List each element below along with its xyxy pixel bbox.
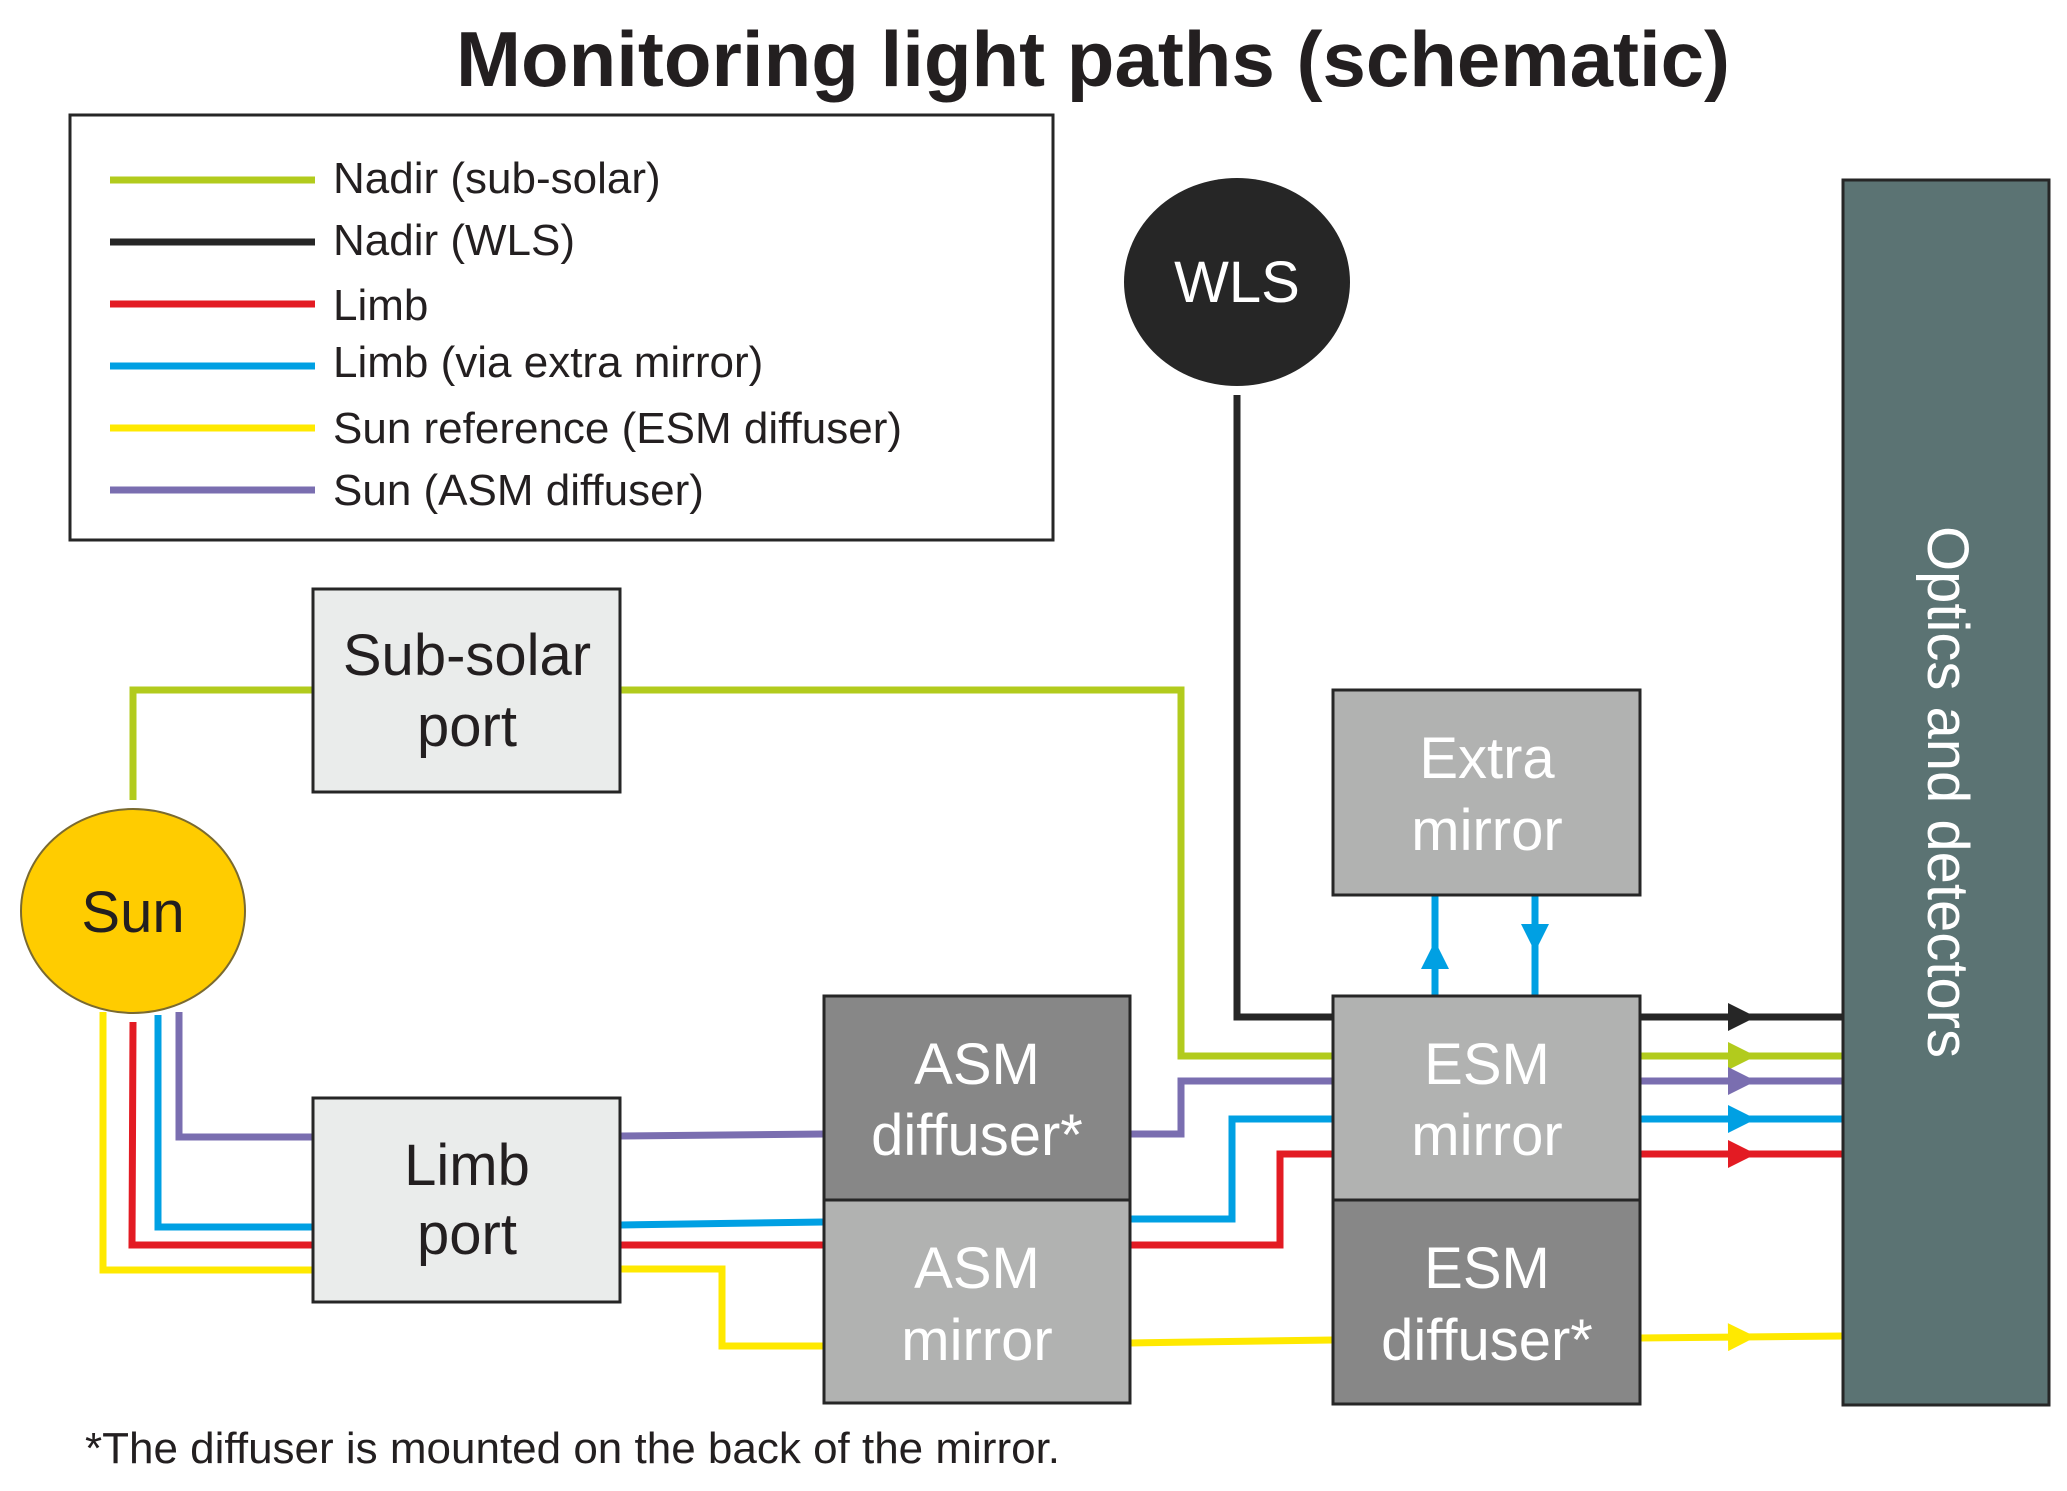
optics-detectors-box [1841, 178, 2051, 1407]
asm-mirror-label-line2: mirror [901, 1308, 1052, 1373]
path-sun-asm-limbport-to-asmdiffuser [619, 1130, 825, 1140]
esm-diffuser-label-line1: ESM [1424, 1236, 1550, 1301]
asm-diffuser-node: ASM diffuser* [822, 994, 1132, 1202]
asm-diffuser-box [822, 994, 1132, 1202]
subsolar-port-label-line2: port [417, 694, 517, 759]
path-nadir-subsolar-port-to-esm [620, 686, 1333, 1060]
esm-diffuser-node: ESM diffuser* [1331, 1198, 1642, 1406]
esm-mirror-label-line1: ESM [1424, 1032, 1550, 1097]
path-limb-extra-limbport-to-asmmirror [619, 1218, 825, 1229]
wls-lamp-icon [1124, 178, 1350, 386]
asm-mirror-box [822, 1198, 1132, 1405]
footnote: *The diffuser is mounted on the back of … [85, 1424, 1060, 1473]
optics-detectors-label: Optics and detectors [1915, 526, 1980, 1058]
subsolar-port-box [311, 587, 622, 794]
esm-mirror-node: ESM mirror [1331, 994, 1642, 1202]
esm-mirror-label-line2: mirror [1411, 1103, 1562, 1168]
path-limb-extra-asm-to-esm [1130, 1115, 1333, 1223]
diagram-title: Monitoring light paths (schematic) [456, 15, 1730, 103]
legend-box [68, 113, 1055, 542]
path-limb-asm-to-esm [1130, 1150, 1333, 1249]
limb-port-label-line1: Limb [404, 1133, 530, 1198]
limb-port-node: Limb port [311, 1096, 622, 1304]
asm-diffuser-label-line1: ASM [914, 1032, 1040, 1097]
extra-mirror-box [1331, 688, 1642, 897]
esm-diffuser-box [1331, 1198, 1642, 1406]
path-sun-esm-asm-to-esmdiffuser [1129, 1336, 1334, 1347]
legend-label-limb: Limb [333, 281, 428, 330]
path-sun-asm-asmdiffuser-to-esm [1130, 1077, 1333, 1138]
sun-icon [20, 808, 246, 1014]
extra-mirror-label-line1: Extra [1419, 726, 1555, 791]
legend-label-nadir-wls: Nadir (WLS) [333, 216, 575, 265]
legend-label-nadir-subsolar: Nadir (sub-solar) [333, 154, 661, 203]
legend: Nadir (sub-solar) Nadir (WLS) Limb Limb … [68, 113, 1055, 542]
path-limb-sun-to-limbport [128, 1021, 313, 1249]
path-sun-esm-limbport-to-asmmirror [620, 1265, 824, 1350]
path-sun-asm-sun-to-limbport [175, 1012, 313, 1141]
legend-label-sun-esm: Sun reference (ESM diffuser) [333, 404, 902, 453]
limb-port-label-line2: port [417, 1202, 517, 1267]
extra-mirror-node: Extra mirror [1331, 688, 1642, 897]
limb-port-box [311, 1096, 622, 1304]
esm-diffuser-label-line2: diffuser* [1381, 1308, 1593, 1373]
legend-label-sun-asm: Sun (ASM diffuser) [333, 466, 704, 515]
arrow-sun-esm [1639, 1323, 1844, 1352]
esm-mirror-box [1331, 994, 1642, 1202]
extra-mirror-label-line2: mirror [1411, 798, 1562, 863]
subsolar-port-label-line1: Sub-solar [343, 623, 591, 688]
legend-label-limb-extra: Limb (via extra mirror) [333, 338, 763, 387]
path-nadir-subsolar-sun-to-port [129, 686, 313, 800]
asm-mirror-label-line1: ASM [914, 1236, 1040, 1301]
asm-mirror-node: ASM mirror [822, 1198, 1132, 1405]
path-sun-esm-sun-to-limbport [99, 1012, 313, 1274]
asm-diffuser-label-line2: diffuser* [871, 1103, 1083, 1168]
subsolar-port-node: Sub-solar port [311, 587, 622, 794]
wls-node: WLS [1124, 178, 1350, 386]
sun-node: Sun [20, 808, 246, 1014]
path-nadir-wls-to-esm [1233, 395, 1333, 1021]
optics-detectors-node: Optics and detectors [1841, 178, 2051, 1407]
wls-label: WLS [1174, 250, 1300, 315]
sun-label: Sun [81, 880, 184, 945]
path-limb-extra-sun-to-limbport [154, 1015, 313, 1231]
